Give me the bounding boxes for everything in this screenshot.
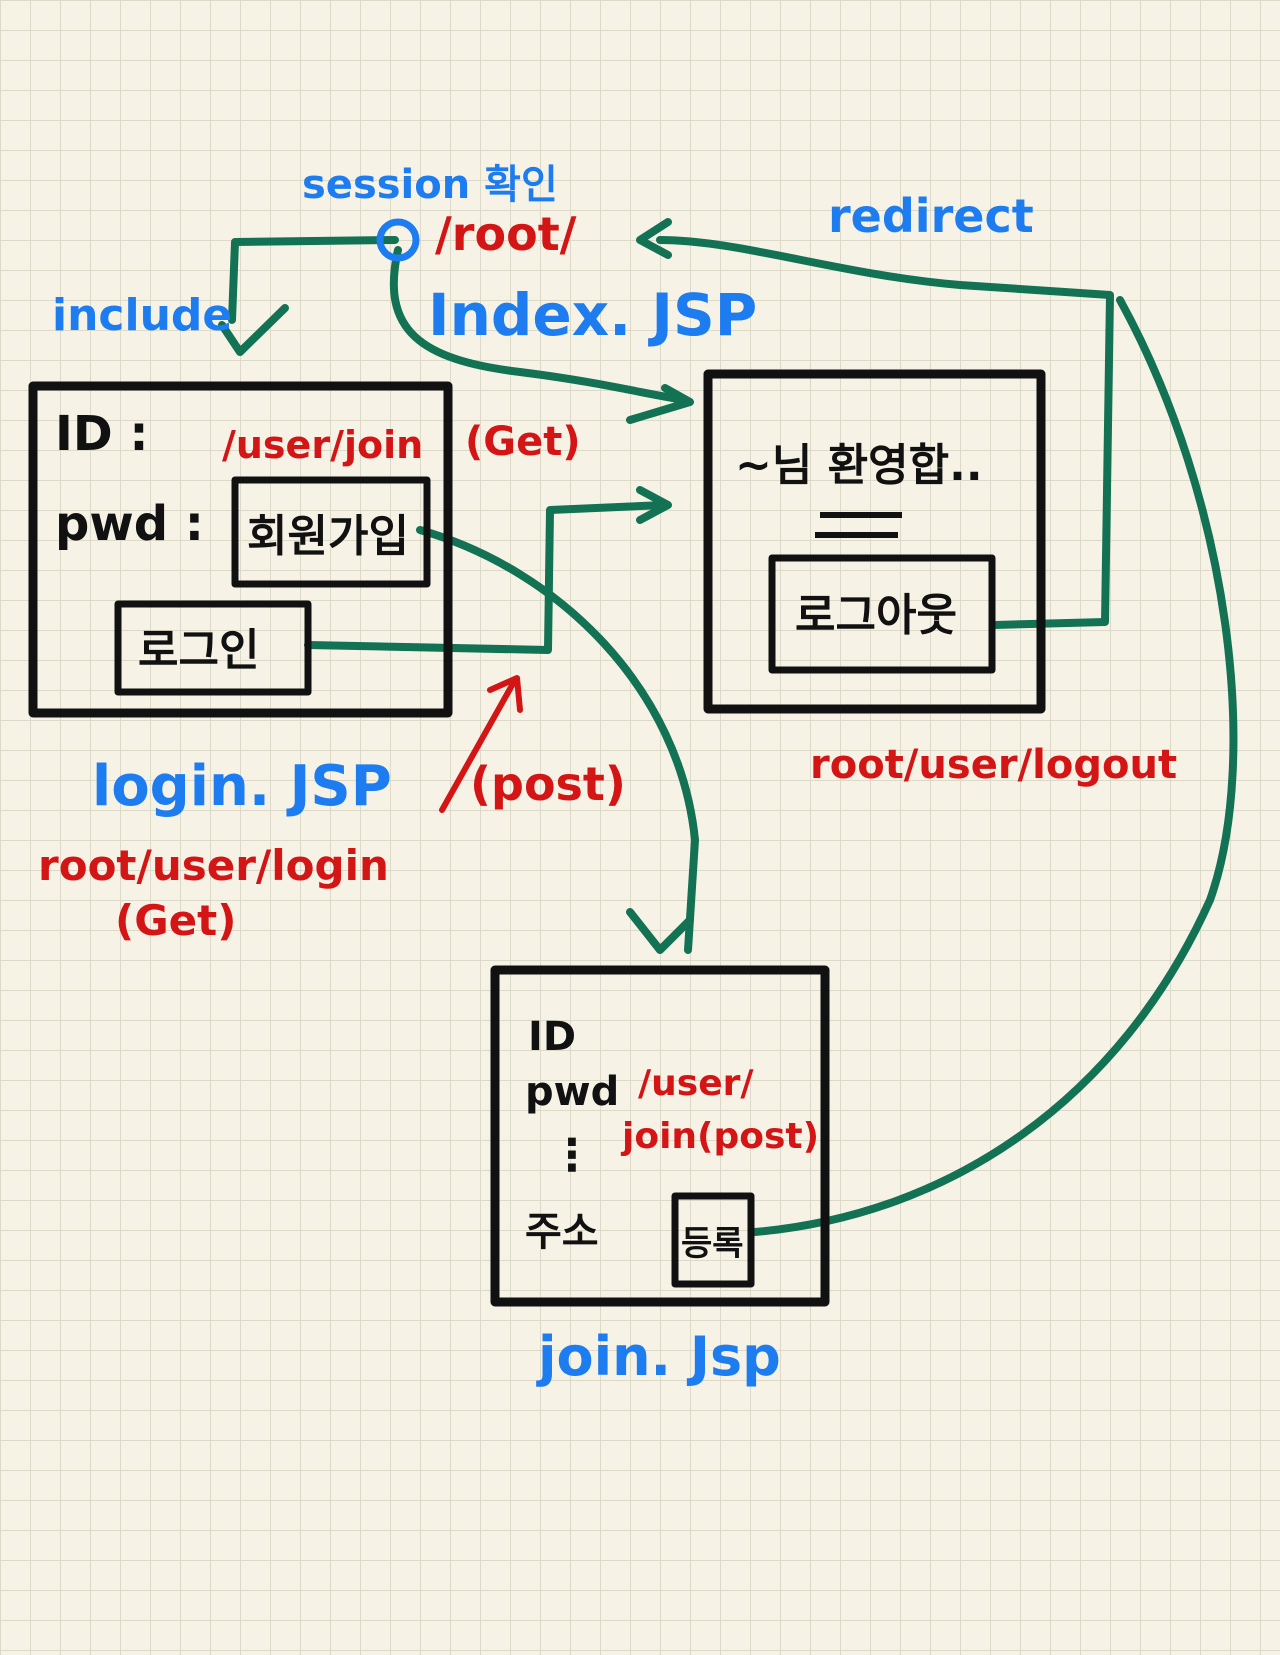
register-redirect-arrow [751, 296, 1238, 1236]
signup-button-label: 회원가입 [247, 511, 409, 562]
join-post-method-label: join(post) [620, 1116, 819, 1157]
root-url-label: /root/ [435, 207, 577, 261]
login-method-label: (Get) [115, 896, 236, 945]
join-more-fields: ⋮ [550, 1130, 594, 1181]
post-indicator-arrow [439, 677, 518, 813]
join-address-label: 주소 [525, 1209, 599, 1255]
login-page-label: login. JSP [92, 754, 392, 819]
include-arrowhead [218, 304, 289, 356]
index-page-box [703, 369, 1046, 714]
redirect-label: redirect [828, 189, 1034, 243]
session-check-marker [376, 218, 420, 262]
index-page-label: Index. JSP [428, 281, 757, 349]
login-id-label: ID : [55, 406, 149, 462]
signup-to-join-arrowhead [626, 908, 694, 954]
welcome-text: ~님 환영합.. [735, 440, 983, 491]
logout-button[interactable] [768, 554, 996, 674]
logout-button-label: 로그아웃 [795, 590, 957, 641]
login-button[interactable] [114, 600, 312, 696]
join-page-label: join. Jsp [536, 1325, 781, 1388]
post-method-label: (post) [470, 757, 626, 811]
signup-to-join-arrow [416, 526, 699, 954]
register-button[interactable] [671, 1192, 755, 1288]
logout-redirect-arrow [656, 236, 1114, 629]
join-get-url-label: /user/join [222, 423, 423, 467]
login-post-arrowhead [636, 486, 672, 524]
redirect-arrowhead [636, 218, 672, 259]
session-to-index-arrow [389, 246, 689, 404]
post-indicator-arrowhead [487, 675, 523, 713]
logout-url-label: root/user/logout [810, 742, 1177, 788]
login-button-label: 로그인 [138, 625, 259, 676]
join-post-url-label: /user/ [638, 1063, 754, 1104]
session-check-label: session 확인 [302, 162, 558, 208]
login-url-label: root/user/login [38, 841, 389, 890]
include-label: include [52, 290, 232, 341]
session-to-index-arrowhead [626, 384, 694, 424]
join-id-label: ID [528, 1014, 576, 1060]
join-page-box [490, 965, 830, 1307]
join-pwd-label: pwd [525, 1069, 619, 1115]
login-pwd-label: pwd : [55, 496, 204, 552]
login-page-box [28, 381, 453, 718]
include-arrow [228, 236, 399, 324]
join-get-method-label: (Get) [465, 419, 581, 465]
register-button-label: 등록 [681, 1224, 744, 1264]
signup-button[interactable] [231, 476, 431, 588]
login-post-arrow [304, 501, 669, 654]
